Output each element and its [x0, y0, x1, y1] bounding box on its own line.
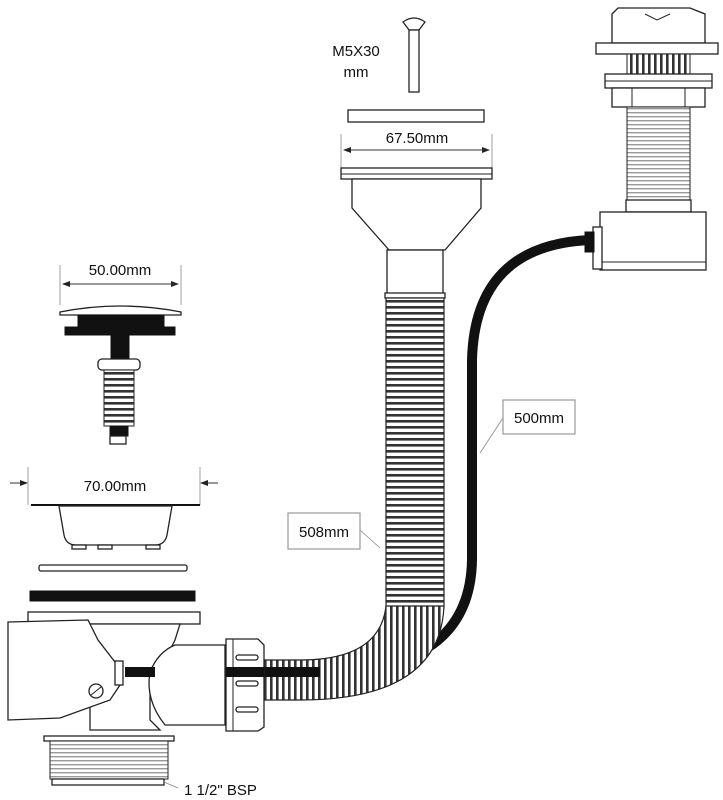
dimension-67-50 [340, 134, 493, 168]
strainer-basket [31, 504, 200, 550]
thin-washer [38, 564, 188, 572]
callout-500-label: 500mm [514, 410, 564, 427]
dimension-50-00-label: 50.00mm [89, 262, 152, 279]
dimension-70-00 [10, 467, 218, 505]
callout-508-leader [359, 529, 381, 549]
overflow-unit [584, 7, 719, 271]
screw-label-line1: M5X30 [332, 43, 380, 60]
rubber-washer [29, 590, 196, 602]
bsp-label: 1 1/2" BSP [184, 782, 257, 799]
screw-m5x30 [402, 17, 426, 93]
waste-body [7, 611, 226, 786]
callout-500-box [502, 399, 576, 435]
bsp-leader [163, 781, 179, 789]
overflow-hose [155, 235, 591, 677]
top-washer [347, 109, 485, 123]
flexible-pipe [261, 297, 445, 701]
callout-508-label: 508mm [299, 524, 349, 541]
dimension-50-00 [59, 265, 182, 305]
screw-label-line2: mm [344, 64, 369, 81]
dimension-67-50-label: 67.50mm [386, 130, 449, 147]
union-nut [225, 638, 265, 732]
callout-500-leader [479, 417, 504, 454]
funnel-flange [340, 167, 493, 299]
dimension-70-00-label: 70.00mm [84, 478, 147, 495]
callout-508-box [287, 512, 361, 550]
pop-up-plug [59, 305, 182, 445]
